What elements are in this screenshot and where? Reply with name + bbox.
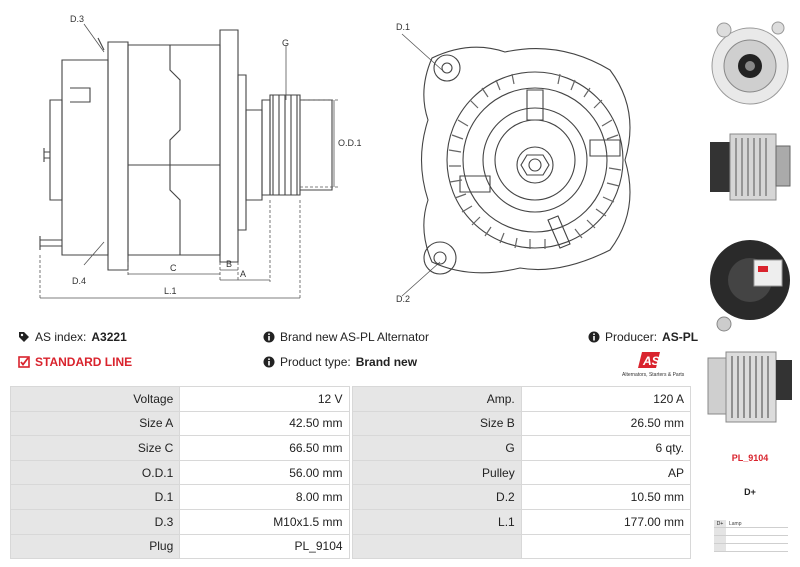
table-row: D.1 8.00 mm D.2 10.50 mm: [9, 484, 692, 510]
producer-value: AS-PL: [662, 330, 699, 344]
label-b: B: [226, 259, 232, 269]
spec-value: 66.50 mm: [179, 435, 350, 461]
description-text: Brand new AS-PL Alternator: [280, 330, 429, 344]
label-l1: L.1: [164, 286, 177, 296]
spec-value: 42.50 mm: [179, 410, 350, 437]
producer: Producer: AS-PL: [588, 330, 698, 344]
alternator-drawing-svg: D.3 D.4 G O.D.1 C B A L.1 D.1 D.2: [39, 14, 631, 304]
pin-row: [714, 536, 788, 544]
spec-value: M10x1.5 mm: [179, 508, 350, 535]
product-line: STANDARD LINE: [18, 355, 132, 369]
spec-key: D.1: [9, 484, 181, 510]
as-index-label: AS index:: [35, 330, 87, 344]
product-line-value: STANDARD LINE: [35, 355, 133, 369]
pin-key: [714, 528, 726, 535]
label-g: G: [282, 38, 289, 48]
spec-key: Size C: [9, 435, 181, 461]
as-index-value: A3221: [91, 330, 127, 344]
pin-key: [714, 544, 726, 551]
info-icon: [263, 356, 275, 368]
spec-key: Pulley: [351, 459, 522, 486]
spec-key: Size B: [351, 410, 522, 437]
product-type: Product type: Brand new: [263, 355, 417, 369]
spec-value: 56.00 mm: [179, 459, 350, 486]
product-type-value: Brand new: [355, 355, 418, 369]
table-row: Size C 66.50 mm G 6 qty.: [9, 435, 692, 461]
logo-tagline: Alternators, Starters & Parts: [622, 372, 685, 378]
pin-key: [714, 536, 726, 543]
spec-value: PL_9104: [179, 533, 350, 560]
terminal-label: D+: [744, 487, 756, 497]
spec-key: D.3: [9, 508, 181, 535]
label-d2: D.2: [396, 294, 410, 304]
photo-side[interactable]: [704, 124, 796, 220]
spec-table: Voltage 12 V Amp. 120 A Size A 42.50 mm …: [9, 386, 692, 560]
spec-key: Size A: [9, 410, 181, 437]
logo-text: AS: [642, 354, 660, 368]
spec-value: 120 A: [520, 386, 692, 412]
pin-row: [714, 544, 788, 552]
pin-value: Lamp: [729, 520, 742, 527]
spec-value: 177.00 mm: [520, 508, 692, 535]
label-od1: O.D.1: [338, 138, 362, 148]
checkbox-icon: [18, 356, 30, 368]
spec-key: Amp.: [351, 386, 522, 412]
spec-key: Voltage: [9, 386, 181, 412]
as-index: AS index: A3221: [18, 330, 127, 344]
description: Brand new AS-PL Alternator: [263, 330, 429, 344]
spec-value: 10.50 mm: [520, 484, 692, 510]
spec-key: [351, 533, 522, 560]
spec-value: 6 qty.: [520, 435, 692, 461]
tag-icon: [19, 332, 29, 342]
photo-back[interactable]: [704, 226, 796, 336]
plug-code-label: PL_9104: [731, 453, 769, 463]
spec-value: 26.50 mm: [520, 410, 692, 437]
label-c: C: [170, 263, 177, 273]
info-icon: [588, 331, 600, 343]
pin-key: D+: [714, 520, 726, 527]
pin-row: [714, 528, 788, 536]
pin-table: D+ Lamp: [714, 520, 788, 552]
spec-key: D.2: [351, 484, 522, 510]
spec-key: Plug: [9, 533, 181, 560]
table-row: Size A 42.50 mm Size B 26.50 mm: [9, 410, 692, 437]
spec-value: [520, 533, 692, 560]
product-info: AS index: A3221 STANDARD LINE Brand new …: [18, 330, 698, 374]
technical-drawing: D.3 D.4 G O.D.1 C B A L.1 D.1 D.2: [0, 0, 700, 320]
spec-key: L.1: [351, 508, 522, 535]
spec-value: 8.00 mm: [179, 484, 350, 510]
spec-key: O.D.1: [9, 459, 181, 486]
table-row: D.3 M10x1.5 mm L.1 177.00 mm: [9, 508, 692, 535]
spec-value: AP: [520, 459, 692, 486]
info-icon: [263, 331, 275, 343]
table-row: Plug PL_9104: [9, 533, 692, 560]
producer-label: Producer:: [605, 330, 658, 344]
label-d3: D.3: [70, 14, 84, 24]
photo-front[interactable]: [704, 4, 796, 122]
table-row: Voltage 12 V Amp. 120 A: [9, 386, 692, 412]
as-pl-logo: AS Alternators, Starters & Parts: [620, 350, 695, 380]
product-type-label: Product type:: [280, 355, 351, 369]
product-photos: PL_9104 D+: [700, 0, 800, 567]
label-a: A: [240, 269, 246, 279]
spec-key: G: [351, 435, 522, 461]
table-row: O.D.1 56.00 mm Pulley AP: [9, 459, 692, 486]
photo-angle[interactable]: [704, 342, 796, 442]
spec-value: 12 V: [179, 386, 350, 412]
label-d4: D.4: [72, 276, 86, 286]
label-d1: D.1: [396, 22, 410, 32]
pin-row: D+ Lamp: [714, 520, 788, 528]
